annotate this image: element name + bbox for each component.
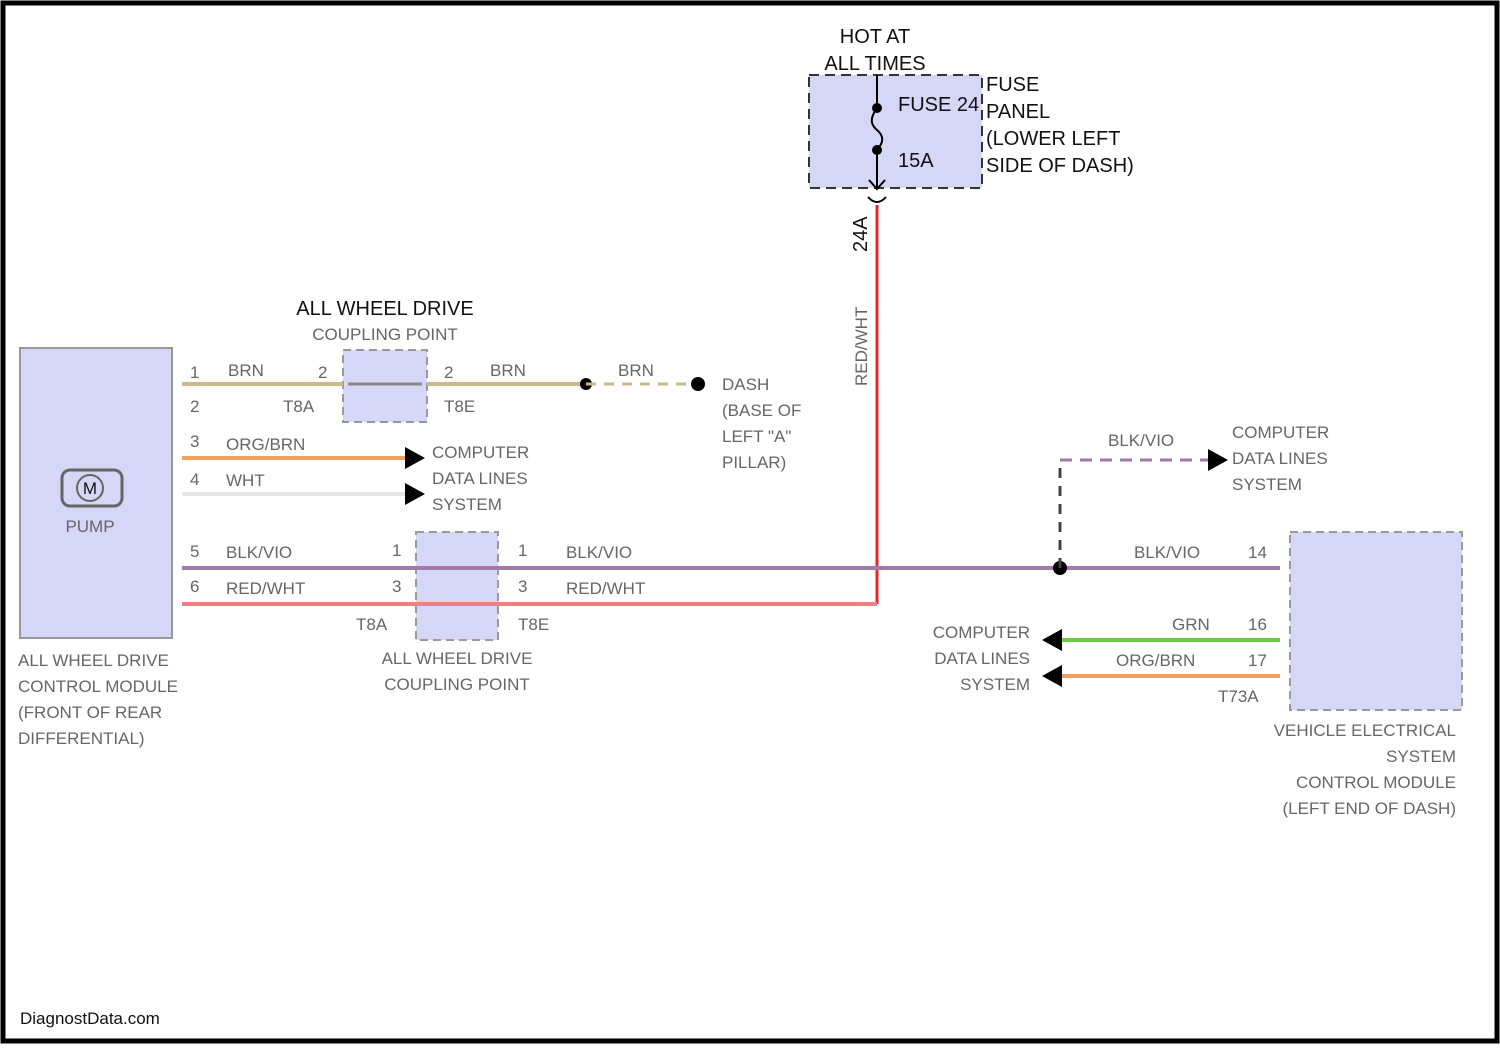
watermark: DiagnostData.com: [20, 1009, 160, 1028]
top-coupling-label-2: COUPLING POINT: [312, 325, 457, 344]
data-line-arrow-icon-5: [1042, 665, 1062, 687]
blk-vio-label-left: BLK/VIO: [226, 543, 292, 562]
data-lines-left-label-2: DATA LINES: [432, 469, 528, 488]
top-coupling-left-connector: T8A: [283, 397, 315, 416]
ground-label-3: LEFT "A": [722, 427, 791, 446]
hot-at-all-times-line1: HOT AT: [840, 26, 910, 48]
data-lines-bottom-right-label-1: COMPUTER: [933, 623, 1030, 642]
awd-module-label-1: ALL WHEEL DRIVE: [18, 651, 169, 670]
org-brn-wire-label-left: ORG/BRN: [226, 435, 305, 454]
bottom-coupling-right-pin-1: 1: [518, 541, 527, 560]
red-wht-label-mid: RED/WHT: [566, 579, 645, 598]
blk-vio-label-mid: BLK/VIO: [566, 543, 632, 562]
red-wht-label-left: RED/WHT: [226, 579, 305, 598]
feed-wire-color-label: RED/WHT: [852, 307, 871, 386]
bottom-coupling-label-1: ALL WHEEL DRIVE: [382, 649, 533, 668]
pump-pin-4: 4: [190, 470, 199, 489]
fuse-panel-label-2: PANEL: [986, 101, 1050, 123]
top-coupling-label-1: ALL WHEEL DRIVE: [296, 298, 473, 320]
fuse-panel-box: [809, 75, 982, 188]
fuse-name: FUSE 24: [898, 94, 979, 116]
vesc-module-box: [1290, 532, 1462, 710]
vesc-label-2: SYSTEM: [1386, 747, 1456, 766]
bottom-coupling-box: [416, 532, 498, 640]
brn-ground-wire-label: BRN: [618, 361, 654, 380]
top-coupling-right-connector: T8E: [444, 397, 475, 416]
ground-label-2: (BASE OF: [722, 401, 801, 420]
ground-label-4: PILLAR): [722, 453, 786, 472]
org-brn-wire-label-right: ORG/BRN: [1116, 651, 1195, 670]
pump-pin-3: 3: [190, 432, 199, 451]
data-lines-top-right-label-1: COMPUTER: [1232, 423, 1329, 442]
data-line-arrow-icon-2: [405, 483, 425, 505]
fuse-panel: HOT AT ALL TIMES FUSE 24 15A FUSE PANEL …: [809, 26, 1134, 202]
fuse-panel-label-3: (LOWER LEFT: [986, 128, 1120, 150]
data-lines-top-right-label-2: DATA LINES: [1232, 449, 1328, 468]
ground-label-1: DASH: [722, 375, 769, 394]
pump-pin-5: 5: [190, 542, 199, 561]
bottom-coupling-point: 1 3 1 3 T8A T8E ALL WHEEL DRIVE COUPLING…: [356, 532, 549, 694]
vesc-connector: T73A: [1218, 687, 1259, 706]
vesc-label-3: CONTROL MODULE: [1296, 773, 1456, 792]
blk-vio-label-right: BLK/VIO: [1134, 543, 1200, 562]
data-lines-left-label-3: SYSTEM: [432, 495, 502, 514]
data-lines-top-right-label-3: SYSTEM: [1232, 475, 1302, 494]
fuse-panel-label-4: SIDE OF DASH): [986, 155, 1134, 177]
bottom-coupling-right-connector: T8E: [518, 615, 549, 634]
data-line-arrow-icon-3: [1208, 449, 1228, 471]
circuit-id-24a: 24A: [850, 216, 872, 252]
awd-module-label-2: CONTROL MODULE: [18, 677, 178, 696]
awd-module-label-4: DIFFERENTIAL): [18, 729, 145, 748]
vesc-pin-14: 14: [1248, 543, 1267, 562]
awd-control-module: M PUMP ALL WHEEL DRIVE CONTROL MODULE (F…: [18, 348, 178, 748]
pump-pin-2: 2: [190, 397, 199, 416]
hot-at-all-times-line2: ALL TIMES: [824, 53, 925, 75]
motor-symbol: M: [83, 479, 97, 498]
data-line-arrow-icon: [405, 447, 425, 469]
brn-wire-label-right: BRN: [490, 361, 526, 380]
vesc-label-4: (LEFT END OF DASH): [1283, 799, 1456, 818]
awd-module-label-3: (FRONT OF REAR: [18, 703, 162, 722]
bottom-coupling-label-2: COUPLING POINT: [384, 675, 529, 694]
ground-point-icon: [691, 377, 705, 391]
top-right-wire-label: BLK/VIO: [1108, 431, 1174, 450]
top-coupling-right-pin: 2: [444, 363, 453, 382]
pump-pin-6: 6: [190, 577, 199, 596]
connector-socket-icon: [868, 197, 886, 202]
data-lines-bottom-right-label-2: DATA LINES: [934, 649, 1030, 668]
top-coupling-box: [343, 350, 427, 422]
data-line-arrow-icon-4: [1042, 629, 1062, 651]
data-lines-bottom-right-label-3: SYSTEM: [960, 675, 1030, 694]
top-coupling-point: ALL WHEEL DRIVE COUPLING POINT 2 2 T8A T…: [283, 298, 475, 422]
data-lines-left-label-1: COMPUTER: [432, 443, 529, 462]
pump-pin-1: 1: [190, 363, 199, 382]
fuse-rating: 15A: [898, 150, 934, 172]
top-coupling-left-pin: 2: [318, 363, 327, 382]
bottom-coupling-left-pin-3: 3: [392, 577, 401, 596]
vesc-label-1: VEHICLE ELECTRICAL: [1274, 721, 1456, 740]
vesc-pin-16: 16: [1248, 615, 1267, 634]
fuse-panel-label-1: FUSE: [986, 74, 1039, 96]
diagram-frame: [3, 3, 1497, 1041]
bottom-coupling-right-pin-3: 3: [518, 577, 527, 596]
wht-wire-label: WHT: [226, 471, 265, 490]
grn-wire-label: GRN: [1172, 615, 1210, 634]
vesc-pin-17: 17: [1248, 651, 1267, 670]
bottom-coupling-left-connector: T8A: [356, 615, 388, 634]
bottom-coupling-left-pin-1: 1: [392, 541, 401, 560]
brn-wire-label-left: BRN: [228, 361, 264, 380]
pump-label: PUMP: [65, 517, 114, 536]
